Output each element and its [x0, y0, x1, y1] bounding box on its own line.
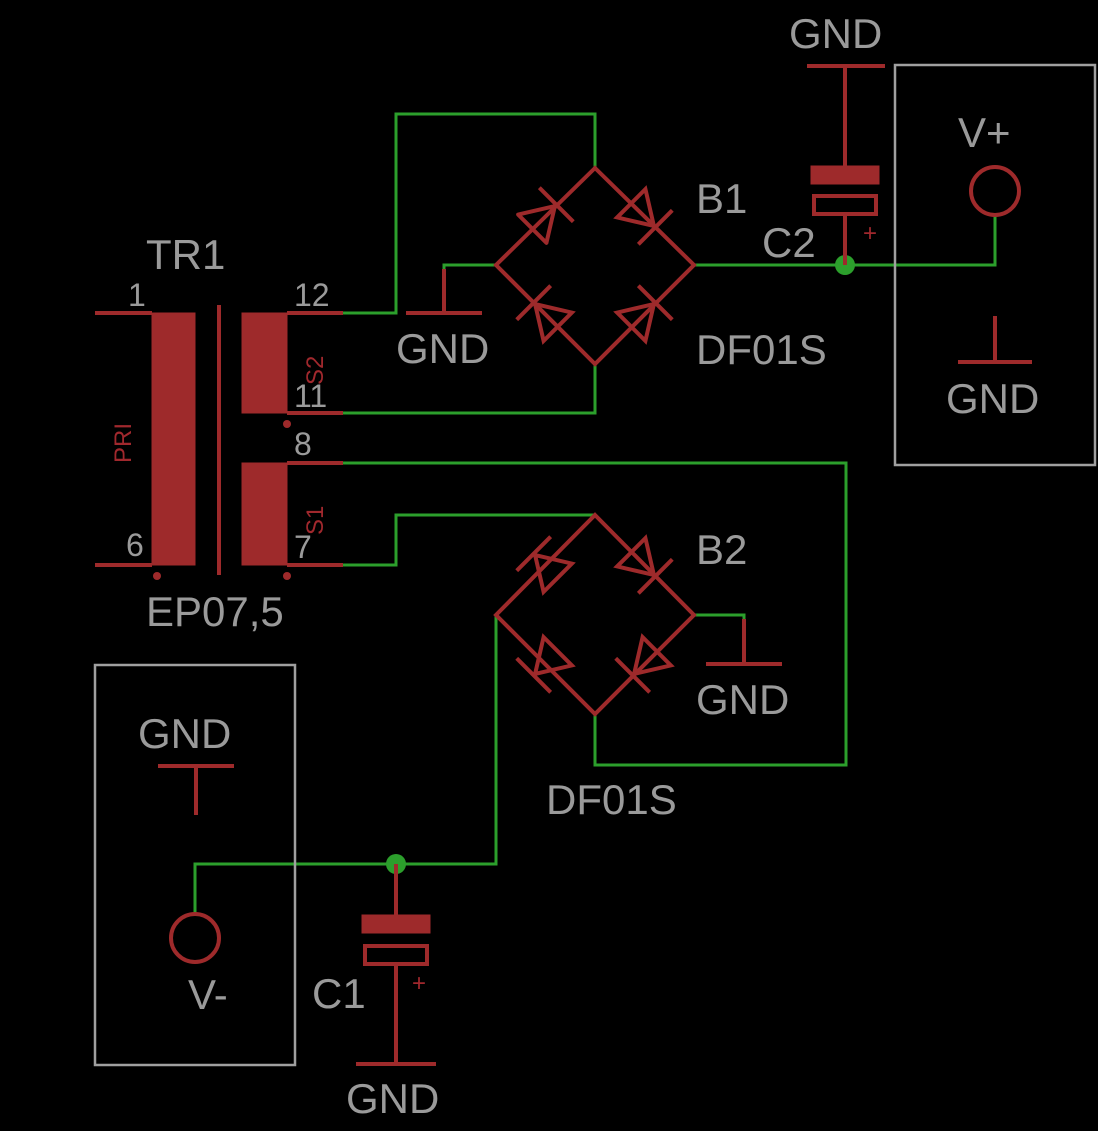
bridge-b1: B1 DF01S	[493, 165, 827, 373]
gnd-c1-label: GND	[346, 1075, 439, 1122]
wire-b2-right-gnd	[694, 613, 746, 665]
b1-value: DF01S	[696, 326, 827, 373]
vminus-terminal	[169, 912, 221, 964]
b1-diode-top-left	[516, 186, 575, 245]
b1-diode-bottom-right	[613, 284, 674, 345]
gnd-b2: GND	[696, 619, 789, 723]
wire-pin11-b1-bottom	[343, 364, 597, 415]
b2-diode-top-right	[613, 534, 674, 595]
b1-diode-bottom-left	[515, 284, 576, 345]
gnd-b1: GND	[396, 269, 489, 372]
c2-polarity: +	[863, 220, 877, 247]
c1-polarity: +	[412, 970, 426, 997]
b1-outline	[493, 165, 697, 367]
vplus-frame	[893, 63, 1097, 467]
gnd-b2-label: GND	[696, 676, 789, 723]
capacitor-c2: + C2	[762, 67, 880, 266]
pin-6-label: 6	[126, 527, 144, 563]
vminus-frame	[93, 663, 297, 1067]
transformer-tr1: TR1 EP07,5 1 6 12 11 8 7 PRI S2 S1	[95, 231, 343, 635]
vplus-module: V+ GND	[893, 63, 1097, 467]
vminus-label: V-	[188, 971, 228, 1018]
polarity-dot-primary	[153, 572, 161, 580]
wire-pin8-b2-bottom	[343, 461, 848, 767]
secondary-s1-winding	[241, 462, 288, 566]
wire-b1-left-gnd	[442, 263, 496, 313]
c1-name: C1	[312, 970, 366, 1017]
secondary-s1-label: S1	[302, 506, 329, 535]
secondary-s2-winding	[241, 312, 288, 414]
vminus-module: GND V-	[93, 663, 297, 1067]
wire-pin7-b2-top	[343, 513, 595, 567]
b2-diode-bottom-right	[614, 633, 675, 694]
wire-b2-left-c1	[396, 615, 498, 866]
b2-diode-top-left	[515, 535, 576, 596]
gnd-b1-label: GND	[396, 325, 489, 372]
wire-c1-vminus	[193, 862, 396, 914]
pin-11-label: 11	[294, 378, 327, 414]
vplus-terminal	[969, 165, 1021, 217]
transformer-value: EP07,5	[146, 588, 284, 635]
gnd-vplus-label: GND	[946, 375, 1039, 422]
pin-12-label: 12	[294, 277, 330, 313]
b2-outline	[493, 512, 697, 717]
secondary-s2-label: S2	[302, 356, 329, 385]
pin-7-label: 7	[294, 529, 312, 565]
vplus-label: V+	[958, 109, 1011, 156]
gnd-c2-label: GND	[789, 10, 882, 57]
pin-1-label: 1	[128, 277, 146, 313]
polarity-dot-s1	[283, 572, 291, 580]
c2-name: C2	[762, 219, 816, 266]
wire-pin12-b1-top	[343, 112, 597, 315]
primary-label: PRI	[110, 423, 137, 463]
transformer-name: TR1	[146, 231, 225, 278]
b2-value: DF01S	[546, 776, 677, 823]
b2-name: B2	[696, 526, 747, 573]
b1-diode-top-right	[613, 185, 674, 246]
b1-name: B1	[696, 175, 747, 222]
b2-diode-bottom-left	[515, 633, 576, 694]
capacitor-c1: + C1	[312, 864, 431, 1064]
polarity-dot-s2	[283, 420, 291, 428]
bridge-b2: B2 DF01S	[493, 512, 747, 823]
gnd-c2: GND	[789, 10, 885, 68]
gnd-vminus-label: GND	[138, 710, 231, 757]
pin-8-label: 8	[294, 426, 312, 462]
primary-winding	[151, 312, 196, 566]
gnd-c1: GND	[346, 1062, 439, 1122]
